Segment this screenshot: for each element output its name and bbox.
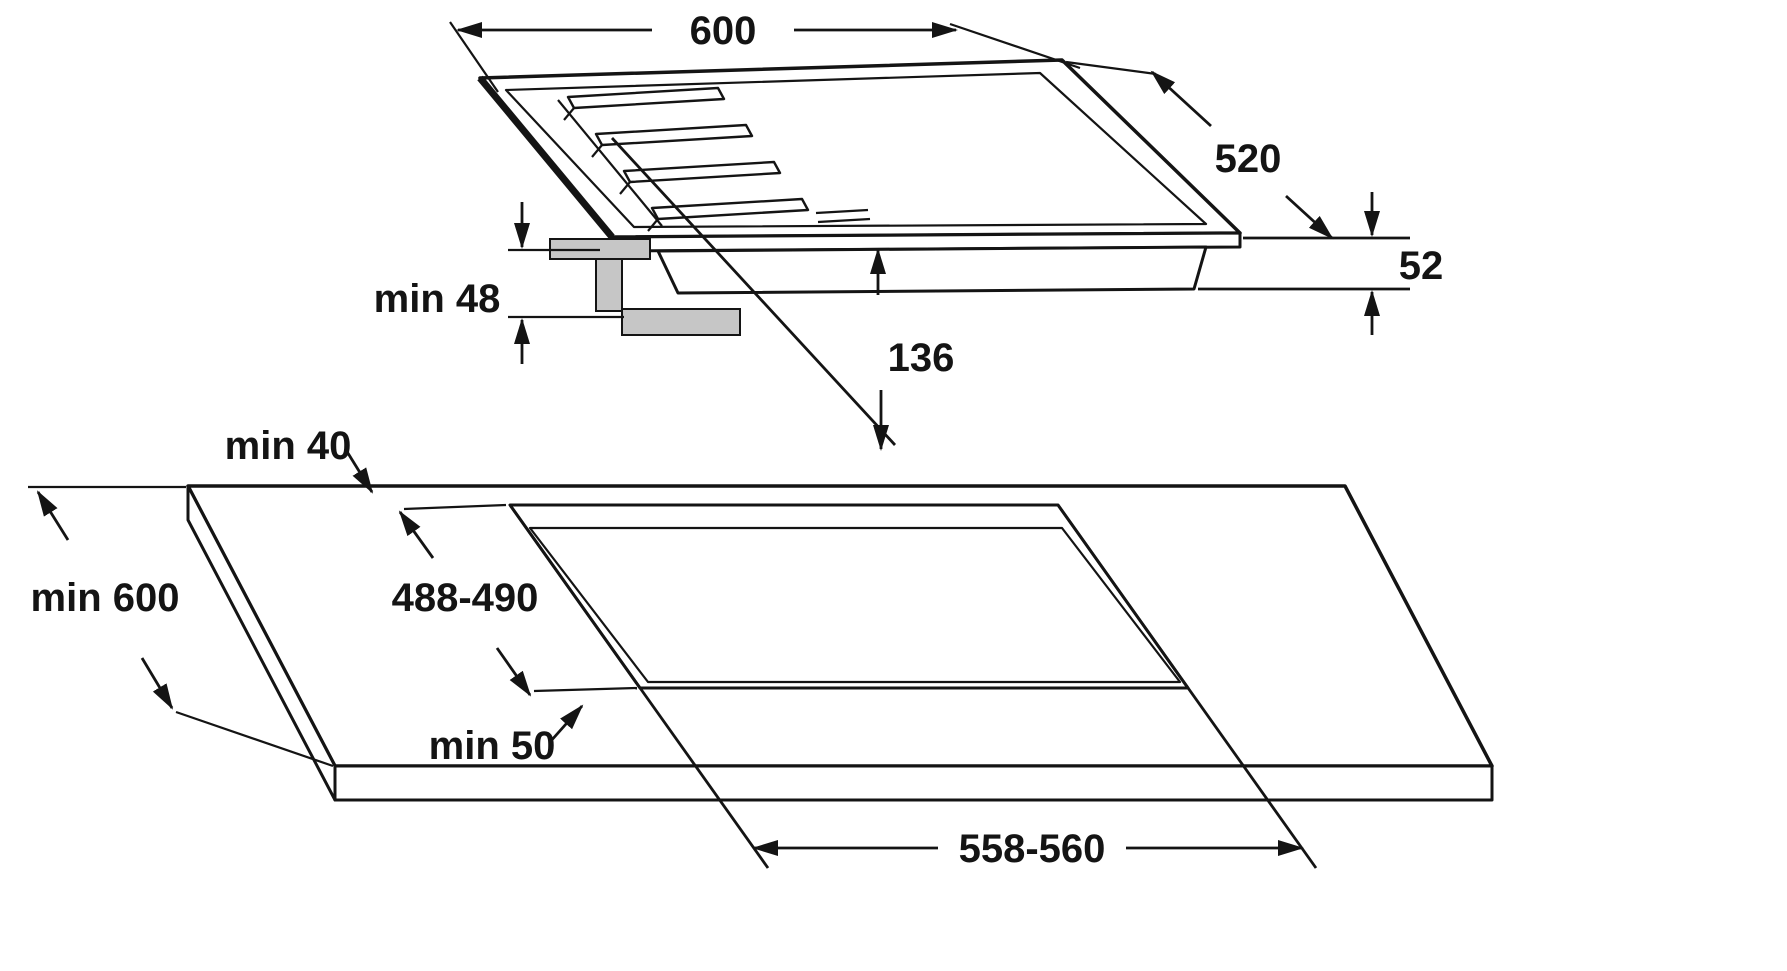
dim-underside-depth-label: 136 [888,336,955,380]
dim-front-clearance-label: min 50 [429,724,556,768]
dim-line [140,657,174,710]
hob-top-inner-outline [504,71,1208,229]
dim-rear-clearance: min 40 [225,424,374,494]
dim-bracket-clearance-label: min 48 [374,277,501,321]
dim-arrow [344,449,374,494]
dim-line [398,510,435,559]
extension-line [449,21,499,93]
dim-cutout-depth: 488-490 [392,503,638,697]
dim-cutout-depth-label: 488-490 [392,576,539,620]
leader-line [610,137,897,446]
worktop-cutout-view: min 40 min 600 488-490 min 50 558-5 [28,424,1494,871]
dim-worktop-depth-label: min 600 [31,576,180,620]
hob-burner-box [656,245,1208,295]
grate-rail [557,99,663,227]
extension-line [949,22,1081,70]
bracket-foot [621,308,741,336]
grate-hook [647,218,659,232]
grate-bar [594,123,754,147]
dim-hob-height: 52 [1198,192,1443,335]
extension-line [1056,504,1318,869]
worktop-front-face [333,764,1494,802]
dim-line [1285,194,1334,240]
extension-line [403,503,507,511]
grate-bar [650,197,810,221]
dim-front-clearance: min 50 [429,704,584,768]
extension-line [1065,60,1157,76]
hob-isometric-view: 600 520 52 min 48 [374,9,1443,451]
dim-hob-width: 600 [449,9,1081,93]
dim-line [495,647,532,697]
dim-hob-height-label: 52 [1399,244,1444,288]
grate-hook [591,144,603,158]
grate-detail-line [817,217,871,224]
dim-cutout-width: 558-560 [752,827,1304,871]
bracket-stem [595,258,623,312]
grate-detail-line [815,208,869,215]
dim-rear-clearance-label: min 40 [225,424,352,468]
dim-cutout-width-label: 558-560 [959,827,1106,871]
dim-bracket-clearance: min 48 [374,202,624,364]
cutout-inner-wall [528,526,1182,684]
hob-left-edge [477,75,615,240]
extension-line [175,710,334,768]
dim-line [36,490,70,541]
dim-worktop-depth: min 600 [28,485,334,768]
extension-line [533,686,638,693]
burner-grates [557,86,871,232]
grate-bar [622,160,782,184]
dim-hob-width-label: 600 [690,9,757,53]
extension-line [508,504,770,869]
dim-hob-depth-label: 520 [1215,137,1282,181]
dim-hob-depth: 520 [1065,60,1334,240]
grate-bar [566,86,726,110]
fixing-bracket [549,238,741,336]
dim-arrow [548,704,584,743]
dim-line [1150,70,1212,128]
dim-underside-depth: 136 [610,137,955,451]
